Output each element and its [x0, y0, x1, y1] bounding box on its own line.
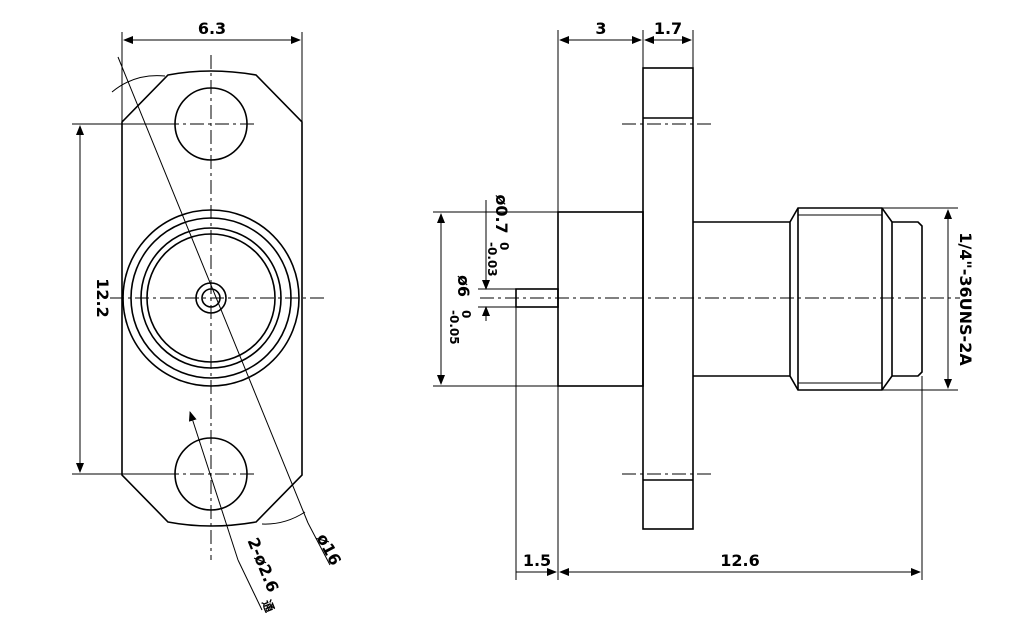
pin-length-dim-label: 1.5 [523, 551, 551, 570]
hole-leader-line [188, 411, 239, 561]
pin-dim-group: ø0.7 0 -0.03 [485, 194, 511, 276]
pin-tol-lower: -0.03 [485, 242, 499, 277]
circle-4 [146, 233, 276, 363]
body-tol-lower: -0.05 [447, 310, 461, 345]
pin-tol-upper: 0 [497, 242, 511, 250]
flange-thickness-dim-label: 1.7 [654, 19, 682, 38]
diameter-leader-tail [307, 522, 331, 566]
hole-dim-label: 2-ø2.6 [244, 535, 283, 595]
diameter-arc-bottom [261, 511, 306, 525]
end-cap [892, 221, 923, 377]
diameter-leader-line [117, 56, 309, 524]
rear-body [557, 211, 644, 387]
thread-dim-label: 1/4"-36UNS-2A [956, 232, 975, 366]
side-view: 3 1.7 ø6 0 -0.05 ø0.7 0 -0.03 1/4"-36UNS… [433, 19, 975, 580]
width-dim-label: 6.3 [198, 19, 226, 38]
pin-circle-inner [201, 288, 221, 308]
threaded-section [789, 207, 893, 391]
height-dim-label: 12.2 [93, 278, 112, 317]
body-dim-group: ø6 0 -0.05 [447, 275, 473, 345]
top-mounting-hole [174, 87, 248, 161]
body-dim-label: ø6 [454, 275, 473, 297]
front-view: 6.3 12.2 ø16 2-ø2.6 通 [72, 19, 345, 614]
circle-2 [130, 217, 292, 379]
flange-outline [121, 70, 303, 527]
total-length-dim-label: 12.6 [720, 551, 759, 570]
hole-note: 通 [259, 598, 277, 615]
hole-leader-tail [237, 559, 263, 611]
outer-circle [122, 209, 300, 387]
diameter-arc-top [111, 75, 166, 93]
circle-dim-label: ø16 [313, 530, 345, 568]
body-tol-upper: 0 [459, 310, 473, 318]
center-pin [515, 288, 559, 308]
circle-3 [140, 227, 282, 369]
bottom-mounting-hole [174, 437, 248, 511]
flange-offset-dim-label: 3 [595, 19, 606, 38]
pin-circle-outer [195, 282, 227, 314]
pin-dim-label: ø0.7 [492, 194, 511, 233]
